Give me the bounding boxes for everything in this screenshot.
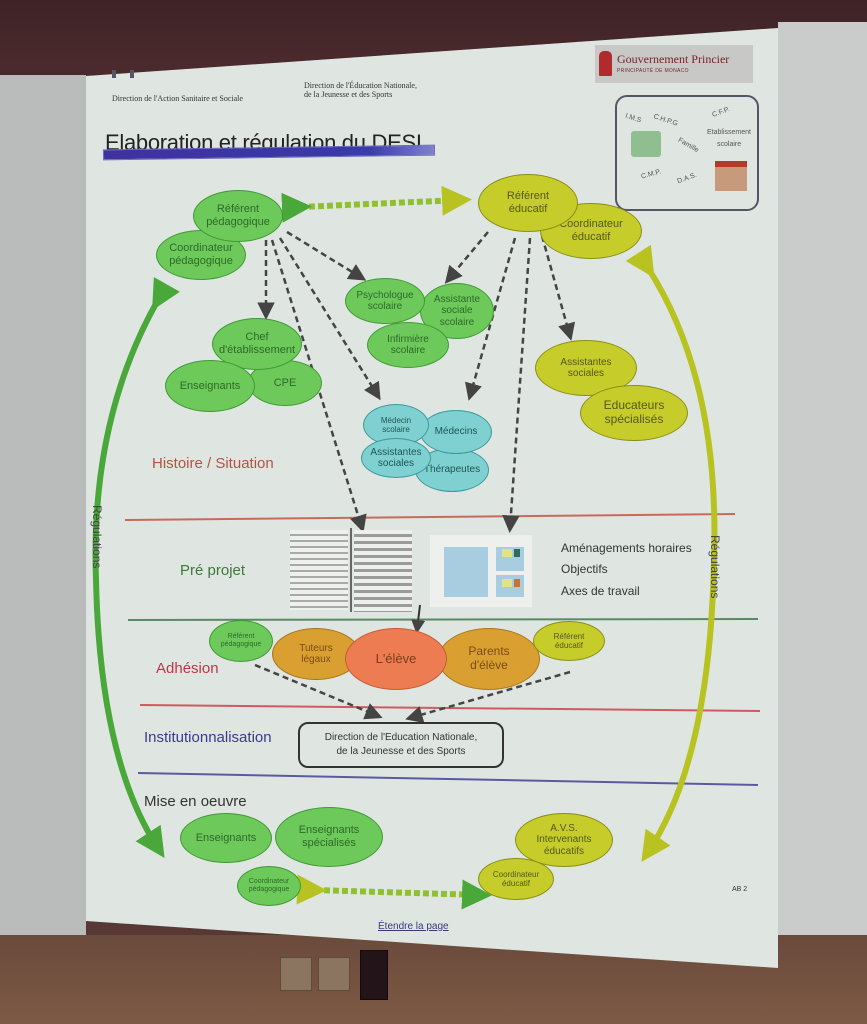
connector-arrow xyxy=(502,237,532,533)
stage-divider-line xyxy=(137,772,759,786)
schedule-highlight xyxy=(502,579,512,587)
institution-box: Direction de l'Education Nationale,de la… xyxy=(298,722,504,768)
connector-arrow xyxy=(411,604,426,634)
connector-arrow xyxy=(405,670,571,723)
schedule-highlight xyxy=(502,549,512,557)
stage-institutionnalisation: Institutionnalisation xyxy=(144,729,272,746)
node-medecins: Médecins xyxy=(420,410,492,454)
logo-mark-icon xyxy=(130,70,134,78)
node-eleve: L'élève xyxy=(345,628,447,690)
link-referents-arrow xyxy=(281,185,472,223)
document-divider xyxy=(350,528,352,612)
preprojet-item: Axes de travail xyxy=(561,584,640,598)
stage-pre-projet: Pré projet xyxy=(180,562,246,579)
legend-box: I.M.S C.H.P.G C.F.P. Etablissement scola… xyxy=(615,95,759,211)
connector-arrow xyxy=(540,235,576,341)
stage-divider-line xyxy=(124,513,736,521)
hospital-building-icon xyxy=(631,131,661,157)
node-mise-enseignants: Enseignants xyxy=(180,813,272,863)
org-middle-line2: de la Jeunesse et des Sports xyxy=(304,90,393,99)
schedule-block xyxy=(444,547,488,597)
legend-scolaire: scolaire xyxy=(717,141,742,148)
power-outlet xyxy=(280,957,312,991)
schedule-highlight xyxy=(514,549,520,557)
wall-switch xyxy=(360,950,388,1000)
school-building-icon xyxy=(715,161,747,191)
stage-adhesion: Adhésion xyxy=(156,660,219,677)
node-enseignants: Enseignants xyxy=(165,360,255,412)
crown-shield-icon xyxy=(599,51,612,76)
gov-name: Gouvernement Princier xyxy=(617,52,730,66)
stage-divider-line xyxy=(127,618,759,621)
wall-right xyxy=(778,22,867,972)
schedule-highlight xyxy=(514,579,520,587)
regulations-label-right: Régulations xyxy=(708,535,722,599)
connector-arrow xyxy=(286,230,367,281)
regulation-arrow-left xyxy=(92,276,180,859)
org-left: Direction de l'Action Sanitaire et Socia… xyxy=(112,94,243,103)
link-coordinateurs-arrow xyxy=(296,874,492,910)
extend-page-link[interactable]: Étendre la page xyxy=(378,921,449,932)
gov-subtitle: PRINCIPAUTÉ DE MONACO xyxy=(617,68,689,74)
power-outlet xyxy=(318,957,350,991)
wall-left xyxy=(0,75,86,935)
logo-mark-icon xyxy=(112,70,116,78)
preprojet-item: Objectifs xyxy=(561,562,608,576)
connector-arrow xyxy=(278,237,381,401)
schedule-thumbnail xyxy=(430,535,532,607)
regulation-arrow-right xyxy=(625,244,718,862)
regulations-label-left: Régulations xyxy=(90,505,104,569)
stage-mise-en-oeuvre: Mise en oeuvre xyxy=(144,793,247,810)
gov-logo-box: Gouvernement Princier PRINCIPAUTÉ DE MON… xyxy=(595,45,753,83)
stage-histoire-situation: Histoire / Situation xyxy=(152,455,274,472)
preprojet-item: Aménagements horaires xyxy=(561,541,692,555)
page-code: AB 2 xyxy=(732,886,748,893)
connector-arrow xyxy=(444,231,489,284)
document-thumbnail xyxy=(290,530,348,610)
connector-arrow xyxy=(254,663,383,720)
org-middle-line1: Direction de l'Éducation Nationale, xyxy=(304,81,417,90)
legend-etablissement: Etablissement xyxy=(707,129,751,136)
document-thumbnail xyxy=(354,530,412,612)
